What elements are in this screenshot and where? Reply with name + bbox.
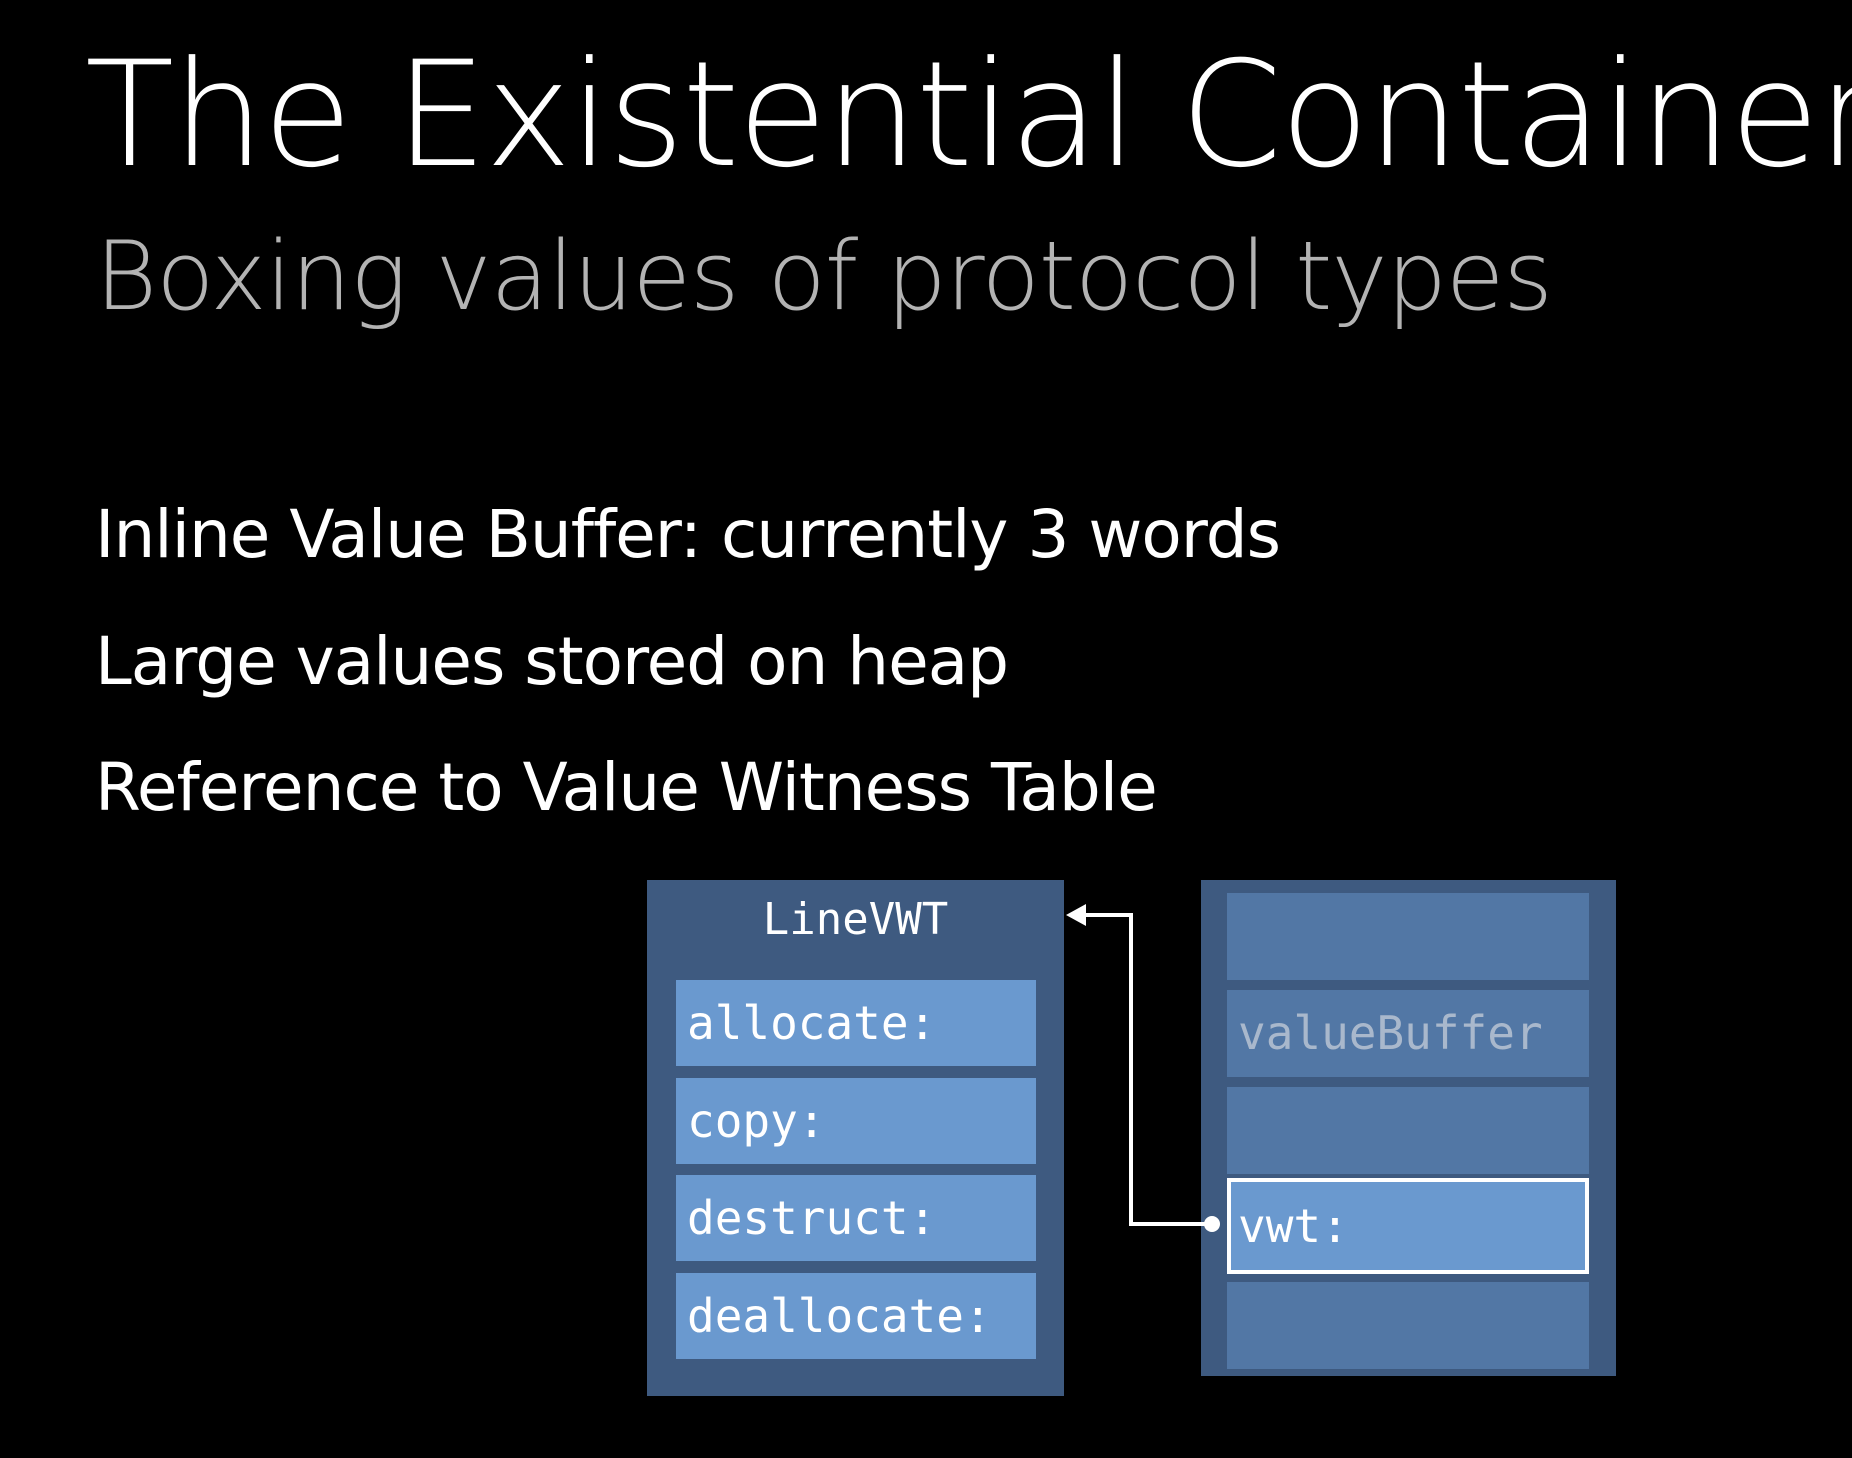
bullet-large-values: Large values stored on heap	[95, 623, 1009, 700]
bullet-vwt-reference: Reference to Value Witness Table	[95, 749, 1158, 826]
value-buffer-word-3	[1227, 1087, 1589, 1174]
slide-subtitle: Boxing values of protocol types	[95, 222, 1553, 332]
value-buffer-word-2: valueBuffer	[1227, 990, 1589, 1077]
bullet-inline-value-buffer: Inline Value Buffer: currently 3 words	[95, 496, 1281, 573]
value-witness-table-title: LineVWT	[762, 894, 949, 945]
vwt-pointer-field: vwt:	[1227, 1178, 1589, 1274]
vwt-entry-destruct: destruct:	[676, 1175, 1036, 1261]
vwt-entry-allocate: allocate:	[676, 980, 1036, 1066]
arrow-head	[1066, 904, 1086, 926]
slide-title: The Existential Container	[85, 30, 1852, 200]
container-extra-word	[1227, 1282, 1589, 1369]
vwt-entry-deallocate: deallocate:	[676, 1273, 1036, 1359]
vwt-entry-copy: copy:	[676, 1078, 1036, 1164]
value-buffer-word-1	[1227, 893, 1589, 980]
value-witness-table-box: LineVWT allocate: copy: destruct: deallo…	[647, 880, 1064, 1396]
arrow-line	[1083, 913, 1212, 1226]
arrow-origin-dot	[1204, 1216, 1220, 1232]
existential-container-box: valueBuffer vwt:	[1201, 880, 1616, 1376]
